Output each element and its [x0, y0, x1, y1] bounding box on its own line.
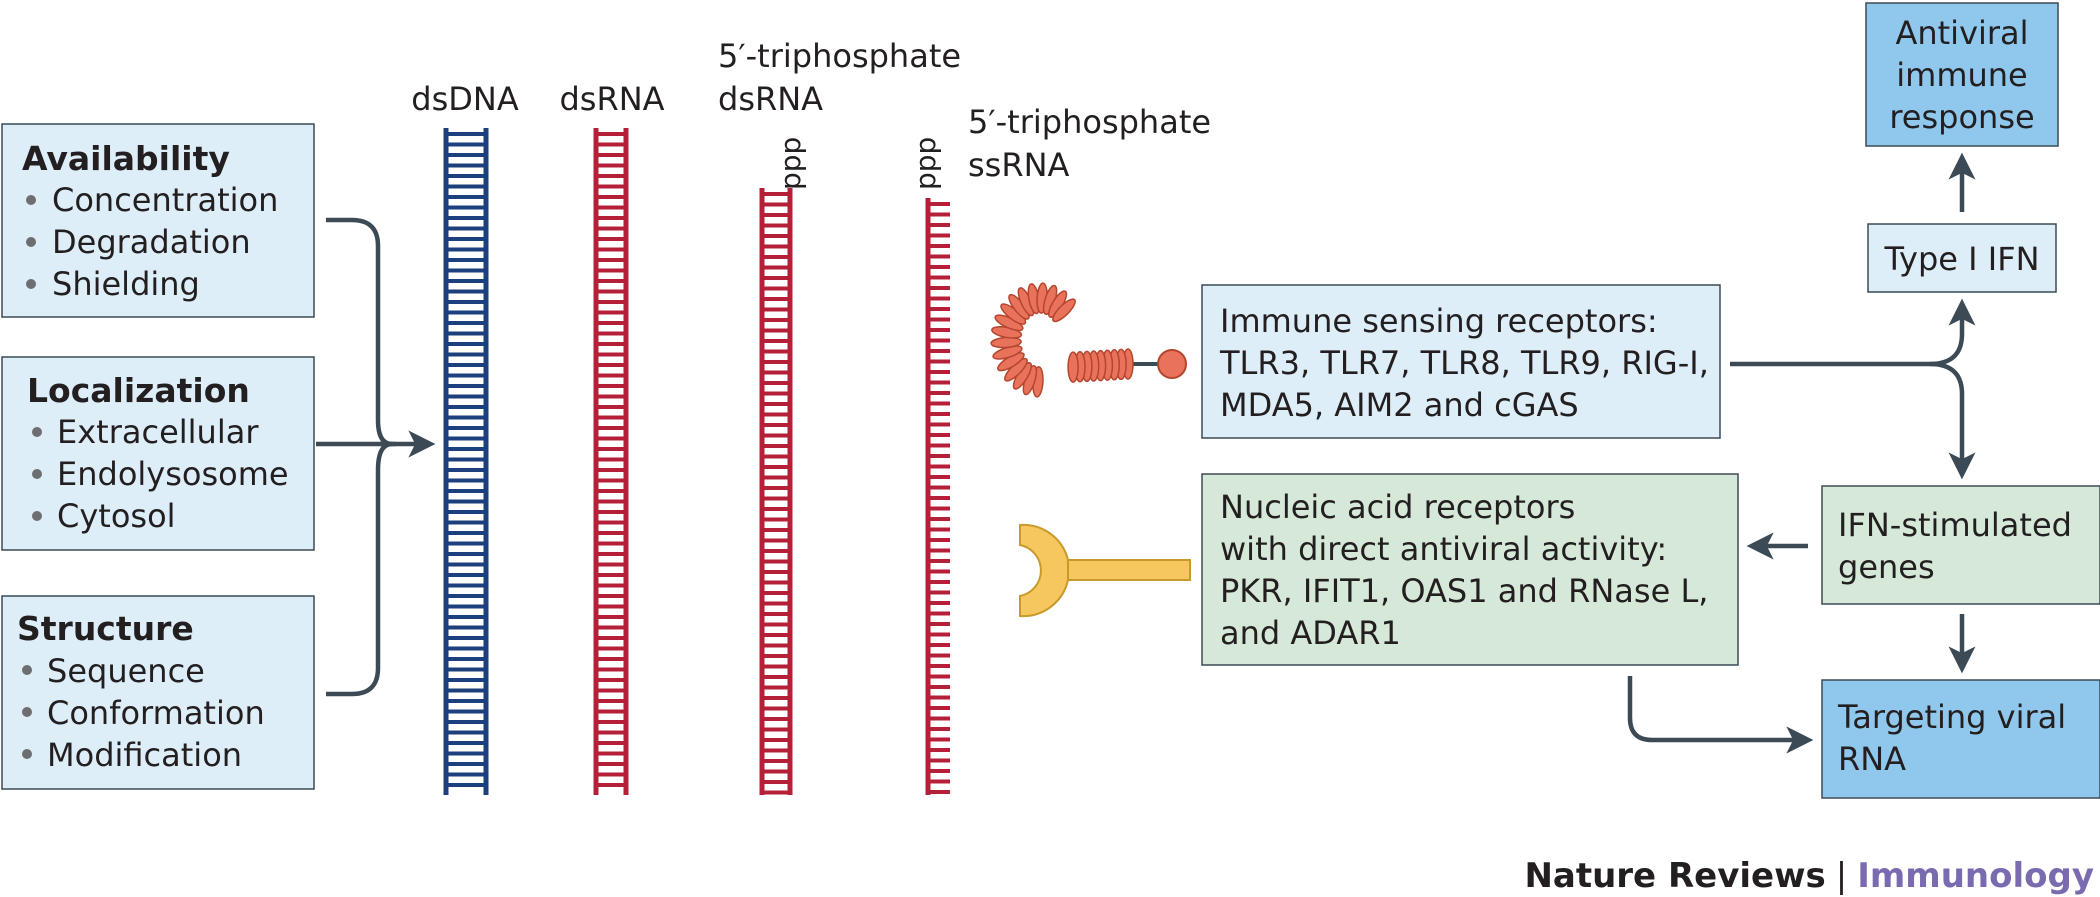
credit-journal: Nature Reviews [1524, 856, 1825, 896]
immune-sensing-line: MDA5, AIM2 and cGAS [1220, 386, 1579, 424]
bullet-icon [26, 237, 36, 247]
dsdna-label: dsDNA [411, 80, 519, 118]
availability-item: Concentration [52, 181, 278, 219]
tp-ssrna-label-line2: ssRNA [968, 146, 1070, 184]
receptor-coil-segment [1067, 351, 1079, 383]
dsrna-label: dsRNA [559, 80, 664, 118]
factor-bracket [316, 217, 436, 697]
bullet-icon [22, 665, 32, 675]
isg-line: genes [1838, 548, 1935, 586]
availability-item: Degradation [52, 223, 251, 261]
structure-item: Sequence [47, 652, 205, 690]
bullet-icon [32, 511, 42, 521]
tp-ssrna-label-line1: 5′-triphosphate [968, 103, 1211, 141]
bullet-icon [22, 749, 32, 759]
bullet-icon [22, 707, 32, 717]
structure-box: Structure Sequence Conformation Modifica… [1, 595, 315, 790]
localization-item: Cytosol [57, 497, 176, 535]
immune-sensing-box: Immune sensing receptors: TLR3, TLR7, TL… [1201, 284, 1721, 439]
availability-item: Shielding [52, 265, 200, 303]
receptor-head [1157, 349, 1187, 379]
arrow-sensing-to-isg [1929, 361, 1976, 480]
bullet-icon [26, 195, 36, 205]
availability-box: Availability Concentration Degradation S… [1, 123, 315, 318]
pathway-arrows [1627, 152, 1976, 754]
nucleic-acid-receptor-icon [1019, 523, 1191, 618]
bullet-icon [26, 279, 36, 289]
localization-item: Endolysosome [57, 455, 289, 493]
immune-sensing-line: TLR3, TLR7, TLR8, TLR9, RIG-I, [1219, 344, 1709, 382]
availability-title: Availability [22, 139, 230, 178]
ppp-label-ssrna: ppp [909, 137, 942, 190]
type1-ifn-box: Type I IFN [1867, 223, 2057, 293]
nucleic-acid-line: PKR, IFIT1, OAS1 and RNase L, [1220, 572, 1708, 610]
credit-subject: Immunology [1857, 856, 2094, 896]
isg-box: IFN-stimulated genes [1821, 485, 2100, 605]
receptor-coil-segment [1052, 298, 1076, 323]
bullet-icon [32, 469, 42, 479]
bullet-icon [32, 427, 42, 437]
dsdna-molecule [443, 128, 489, 795]
structure-item: Modification [47, 736, 242, 774]
immune-sensing-receptor-icon [990, 282, 1187, 398]
antiviral-line: Antiviral [1895, 14, 2028, 52]
localization-box: Localization Extracellular Endolysosome … [1, 356, 315, 551]
tp-ssrna-molecule [925, 198, 950, 795]
nucleic-acid-line: and ADAR1 [1220, 614, 1401, 652]
nucleic-acid-line: with direct antiviral activity: [1220, 530, 1667, 568]
arrow-sensing-to-ifn [1730, 298, 1976, 367]
targeting-line: Targeting viral [1837, 698, 2066, 736]
tp-dsrna-molecule [759, 188, 793, 795]
localization-item: Extracellular [57, 413, 259, 451]
credit-separator: | [1836, 856, 1847, 896]
immune-sensing-line: Immune sensing receptors: [1220, 302, 1658, 340]
nucleic-acid-line: Nucleic acid receptors [1220, 488, 1575, 526]
nucleic-acid-receptor-box: Nucleic acid receptors with direct antiv… [1201, 473, 1739, 666]
dsrna-molecule [593, 128, 629, 795]
antiviral-response-box: Antiviral immune response [1865, 2, 2059, 147]
journal-credit: Nature Reviews |Immunology [1524, 856, 2094, 896]
structure-item: Conformation [47, 694, 265, 732]
type1-ifn-label: Type I IFN [1883, 240, 2039, 278]
targeting-viral-rna-box: Targeting viral RNA [1821, 679, 2100, 799]
localization-title: Localization [27, 371, 250, 410]
targeting-line: RNA [1838, 740, 1906, 778]
arrow-receptors-to-targeting [1627, 676, 1814, 754]
isg-line: IFN-stimulated [1838, 506, 2072, 544]
structure-title: Structure [17, 609, 194, 648]
tp-dsrna-label-line1: 5′-triphosphate [718, 37, 961, 75]
ppp-label-dsrna: ppp [774, 137, 807, 190]
antiviral-line: immune [1896, 56, 2027, 94]
antiviral-line: response [1889, 98, 2034, 136]
tp-dsrna-label-line2: dsRNA [718, 80, 823, 118]
